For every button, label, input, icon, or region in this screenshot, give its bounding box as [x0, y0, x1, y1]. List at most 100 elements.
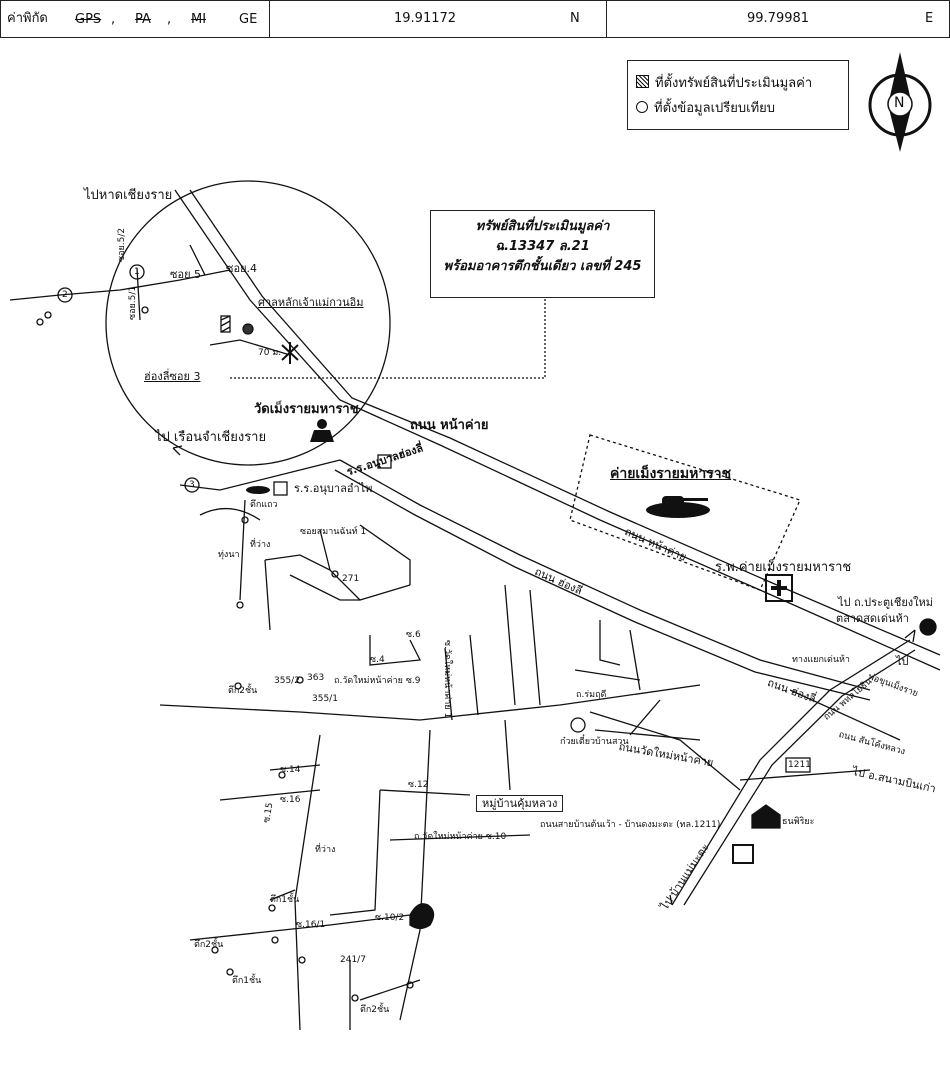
label-soi51: ซอย.5/1: [128, 285, 138, 320]
label-soi52: ซอย.5/2: [117, 227, 127, 262]
soi-g: [629, 629, 641, 691]
legend-subject-label: ที่ตั้งทรัพย์สินที่ประเมินมูลค่า: [655, 76, 813, 91]
method-sep-1: ,: [111, 12, 116, 27]
road-village: [504, 719, 511, 791]
street-soi5: [9, 269, 231, 301]
callout-line-1: ทรัพย์สินที่ประเมินมูลค่า: [475, 219, 610, 234]
road-sw-3: [264, 554, 411, 601]
noodle-icon: [570, 717, 586, 733]
compass-letter: N: [894, 95, 905, 111]
compass-icon: [868, 52, 932, 152]
method-pa: PA: [135, 12, 151, 27]
hatched-square-icon: [636, 75, 649, 88]
hospital-icon: [765, 574, 793, 602]
soi-b: [469, 634, 479, 716]
road-s12-loop: [329, 789, 381, 916]
label-241-7: 241/7: [340, 955, 366, 965]
road-sw-4: [264, 559, 271, 631]
label-to-pratu: ไป ถ.ประตูเชียงใหม่: [838, 596, 934, 609]
label-building-3: ตึก1ชั้น: [232, 976, 262, 986]
road-sw-5: [359, 524, 411, 585]
zone-circle: [105, 180, 391, 466]
road-sw-7: [289, 574, 360, 601]
school-icon-1: [377, 454, 392, 469]
legend-comparable-label: ที่ตั้งข้อมูลเปรียบเทียบ: [654, 101, 776, 116]
street-songsoi3: [209, 339, 291, 356]
comparable-markers: [36, 306, 414, 1002]
arrow-banmae: [669, 894, 673, 906]
label-songsoi3: ฮ่องลี่ซอย 3: [144, 370, 201, 383]
label-s16: ซ.16: [280, 795, 301, 805]
label-s14: ซ.14: [280, 765, 301, 775]
label-355-1: 355/1: [312, 694, 338, 704]
label-soi-watmai-1: ซ.วัดใหม่หน้าค่าย 1: [442, 640, 452, 719]
label-363: 363: [307, 673, 325, 683]
label-camp: ค่ายเม็งรายมหาราช: [610, 466, 732, 482]
intersection-marker: [281, 342, 299, 364]
label-route-3: 3: [189, 480, 195, 490]
soi-loop: [369, 635, 422, 666]
road-s12: [379, 789, 471, 796]
label-school-2: ร.ร.อนุบาลอำไพ: [294, 482, 373, 495]
label-vacant-2: ที่ว่าง: [315, 845, 336, 855]
label-building-4: ตึก1ชั้น: [270, 895, 300, 905]
longitude-value: 99.79981: [747, 11, 810, 26]
soi-f: [599, 620, 621, 666]
label-s102: ซ.10/2: [375, 913, 405, 923]
method-mi: MI: [191, 12, 207, 27]
label-soi4: ซอย.4: [226, 262, 258, 275]
label-market: ตลาดสดเด่นห้า: [836, 612, 909, 625]
callout-line-2: ฉ.13347 ล.21: [495, 239, 590, 254]
label-road-ban: ถนนสายบ้านต้นเว้า - บ้านดงมะตะ (ทล.1211): [540, 820, 721, 830]
label-271: 271: [342, 574, 360, 584]
label-to-pho: ไป: [896, 655, 909, 668]
label-70m: 70 ม.: [258, 348, 282, 358]
fuel-icon: [919, 618, 937, 636]
label-soi5: ซอย.5: [170, 268, 202, 281]
road-sw-2: [239, 499, 246, 601]
label-building-1: ตึก2ชั้น: [228, 686, 258, 696]
soi-i: [629, 699, 661, 736]
road-south-1: [294, 734, 321, 1031]
label-building-5: ตึก2ชั้น: [360, 1005, 390, 1015]
watmai-road: [159, 684, 701, 721]
highway-shield: [785, 757, 811, 773]
honglee-road: [334, 459, 871, 701]
latitude-cell: 19.91172 N: [269, 0, 607, 38]
road-s10: [389, 834, 531, 841]
street-soi51: [136, 267, 141, 321]
label-s6: ซ.6: [406, 630, 421, 640]
label-road-nakai: ถนน หน้าค่าย: [410, 418, 489, 433]
label-to-hat-chiang-rai: ไปหาดเชียงราย: [84, 188, 173, 203]
camp-outline: [569, 434, 801, 591]
road-to-prison: [179, 459, 341, 491]
label-s12: ซ.12: [408, 780, 429, 790]
road-s2417b: [359, 979, 421, 1001]
subject-callout: ทรัพย์สินที่ประเมินมูลค่า ฉ.13347 ล.21 พ…: [430, 210, 655, 298]
road-tuk: [269, 889, 296, 901]
label-building-2: ตึก2ชั้น: [194, 940, 224, 950]
label-shrine: ศาลหลักเจ้าแม่กวนอิม: [258, 296, 364, 309]
method-cell: ค่าพิกัด GPS , PA , MI GE: [0, 0, 270, 38]
label-row-houses: ตึกแถว: [250, 500, 278, 510]
road-s15: [219, 789, 321, 801]
label-s4: ซ.4: [370, 655, 385, 665]
label-to-prison: ไป เรือนจำเชียงราย: [155, 430, 267, 445]
label-hwy-1211: 1211: [788, 760, 811, 770]
label-noodle: ก๋วยเตี๋ยวบ้านสวน: [560, 737, 629, 747]
latitude-value: 19.91172: [394, 11, 457, 26]
tank-icon: [646, 496, 710, 518]
subject-property-marker: [220, 315, 231, 333]
longitude-cell: 99.79981 E: [606, 0, 950, 38]
label-s161: ซ.16/1: [296, 920, 326, 930]
callout-leader: [230, 295, 546, 379]
road-s161: [189, 914, 411, 941]
comparable-marker-1: [242, 323, 254, 335]
method-gps: GPS: [75, 12, 102, 27]
latitude-dir: N: [570, 11, 580, 26]
label-hospital: ร.พ.ค่ายเม็งรายมหาราช: [715, 560, 852, 575]
label-field: ทุ่งนา: [218, 550, 240, 560]
road-sw-1: [199, 507, 261, 521]
route-marker-1: [129, 264, 145, 280]
